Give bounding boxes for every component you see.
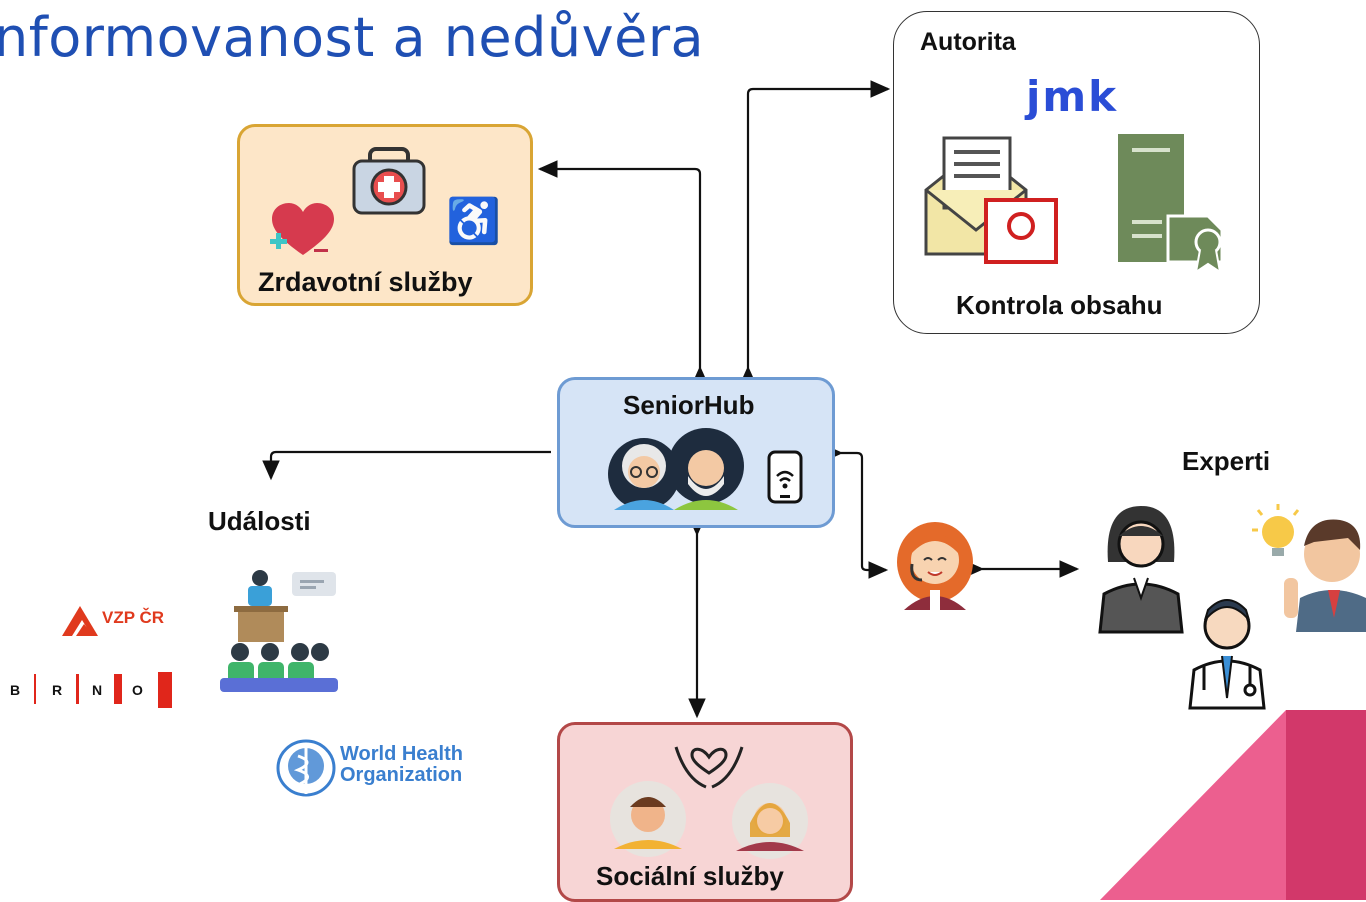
conference-icon [220,570,338,692]
authority-box: Autorita jmk Kontrola obsahu [893,11,1260,334]
brno-bar [76,674,79,704]
people-avatars-icon [610,781,808,859]
authority-title: Autorita [920,28,1016,56]
health-services-box: ♿ Zrdavotní služby [237,124,533,306]
arrow-hub-authority [739,80,891,386]
envelope-certificate-icon [924,136,1058,264]
wheelchair-icon: ♿ [446,197,501,246]
brno-logo: B R N O [4,670,172,710]
brno-letter: R [52,682,63,698]
operator-icon [897,522,973,610]
health-services-label: Zrdavotní služby [258,267,473,297]
authority-caption: Kontrola obsahu [956,290,1163,320]
seniorhub-label: SeniorHub [623,390,755,420]
expert-man-icon [1252,504,1366,632]
social-services-box: Sociální služby [557,722,853,902]
seniorhub-box: SeniorHub [557,377,835,528]
elderly-couple-icon [608,428,744,510]
vzp-text: VZP ČR [102,608,165,627]
who-logo: World Health Organization [272,738,472,798]
arrow-hub-events [262,450,551,481]
page-title: nformovanost a nedůvěra [0,6,705,69]
who-text-line: World Health [340,743,463,765]
smartphone-icon [767,450,803,504]
brno-letter: N [92,682,103,698]
server-certificate-icon [1118,134,1224,275]
who-emblem-icon [276,739,336,797]
experts-label: Experti [1182,446,1271,476]
social-services-label: Sociální služby [596,861,784,891]
brno-bar [158,672,172,708]
decorative-corner-shape [1100,710,1366,900]
caregiver-icon [674,746,744,789]
brno-letter: B [10,682,21,698]
who-text-line: Organization [340,764,463,786]
brno-bar [34,674,36,704]
events-label: Události [208,506,311,536]
arrow-hub-operator [823,444,889,579]
brno-bar [114,674,122,704]
vzp-mark-icon [62,606,98,636]
doctor-icon [1188,599,1266,710]
expert-woman-icon [1098,506,1184,634]
heart-icon [270,203,334,255]
brno-letter: O [132,682,143,698]
jmk-logo: jmk [1026,72,1119,121]
first-aid-kit-icon [352,147,426,215]
arrow-hub-health [537,160,709,386]
vzp-logo: VZP ČR [60,600,180,640]
